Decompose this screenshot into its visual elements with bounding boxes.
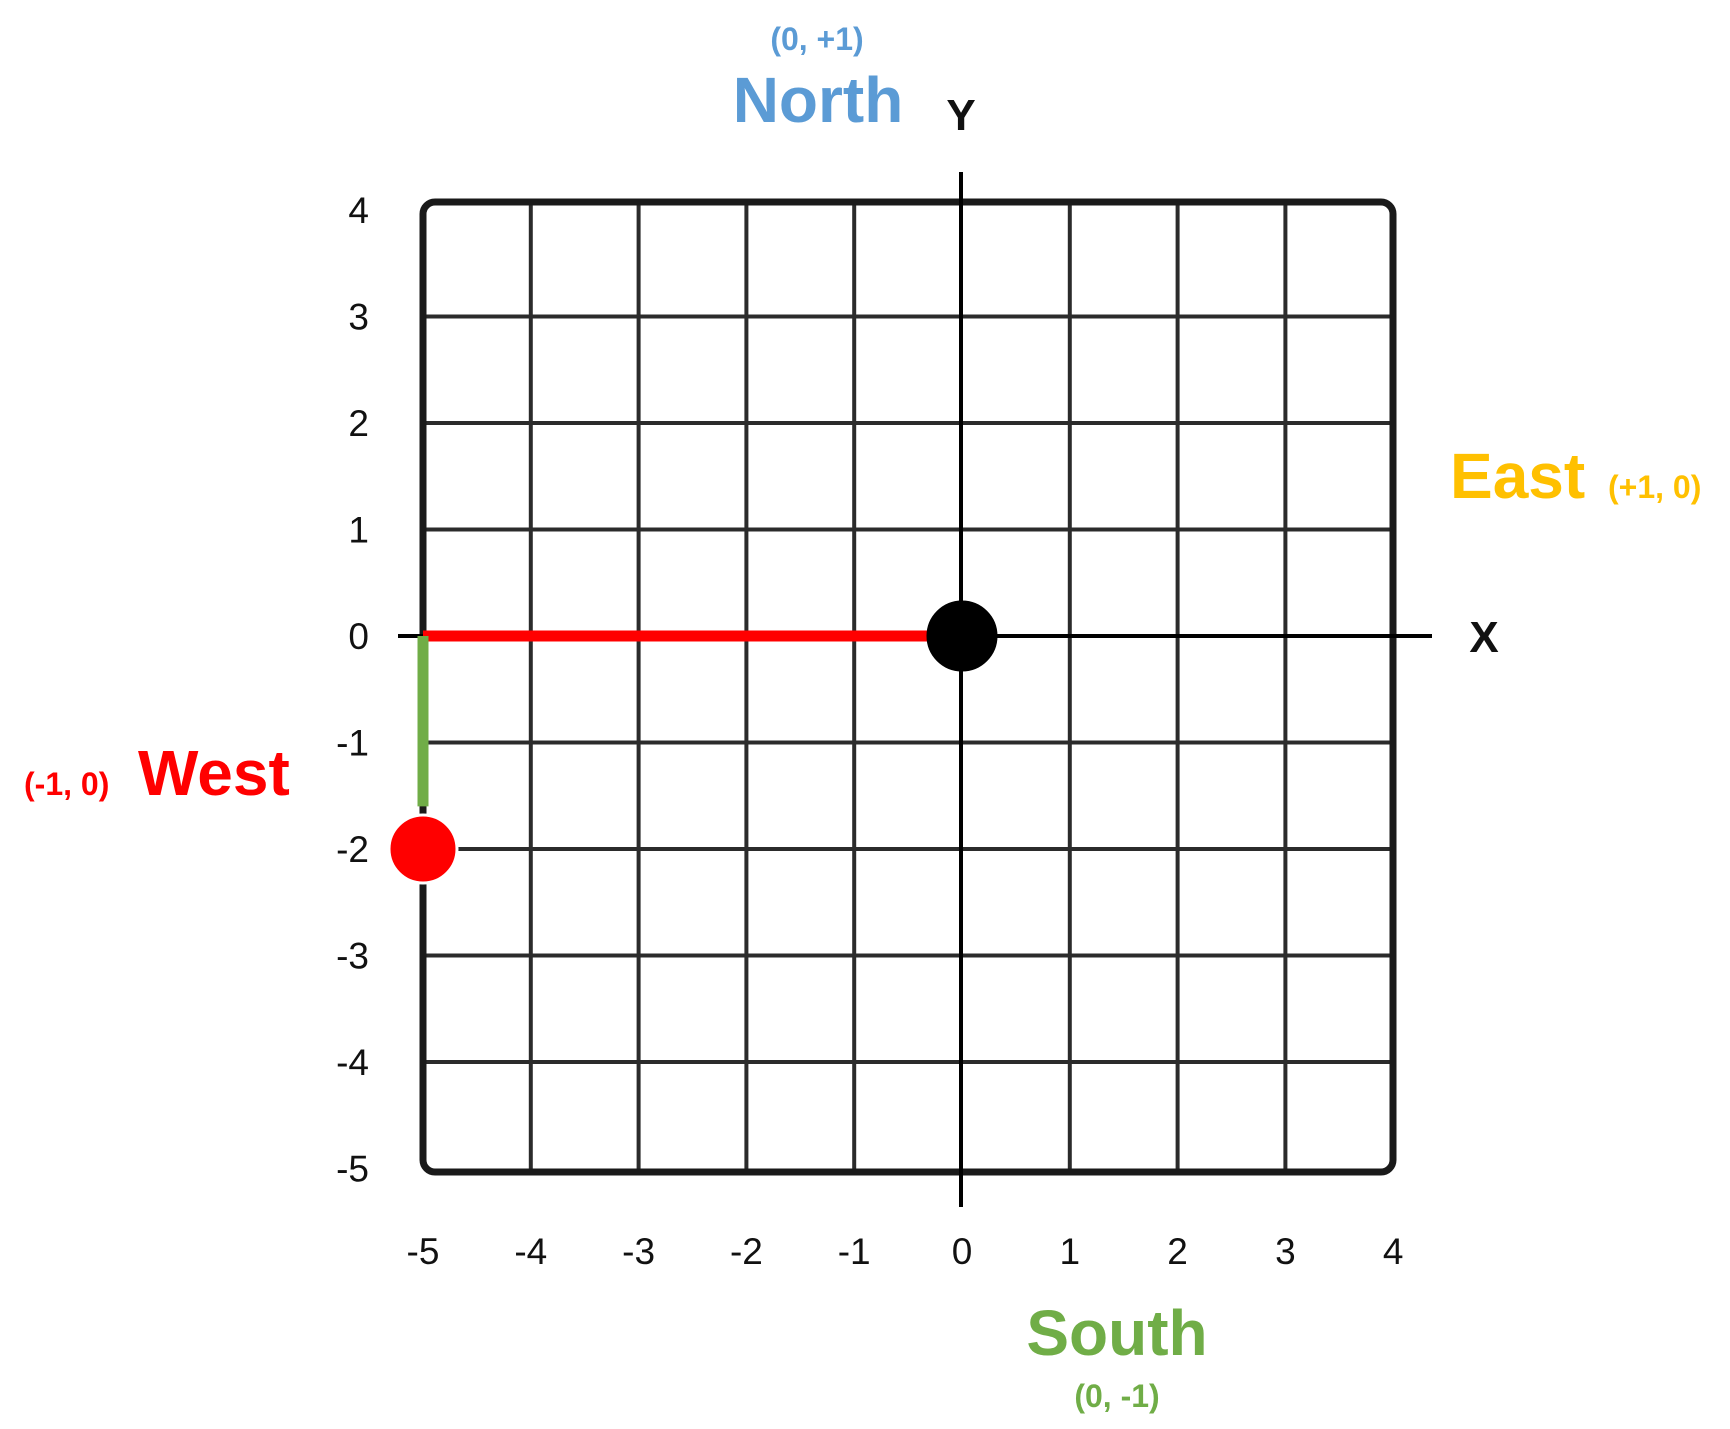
x-tick-label: -4 bbox=[514, 1231, 547, 1272]
x-tick-label: -5 bbox=[407, 1231, 440, 1272]
y-tick-label: 2 bbox=[348, 403, 369, 444]
west-label: West bbox=[138, 737, 290, 809]
y-tick-label: 3 bbox=[348, 297, 369, 338]
north-coord-label: (0, +1) bbox=[770, 21, 863, 57]
y-tick-label: -5 bbox=[336, 1149, 369, 1190]
x-tick-label: 3 bbox=[1275, 1231, 1296, 1272]
x-tick-label: -3 bbox=[622, 1231, 655, 1272]
movement-path bbox=[417, 630, 962, 807]
east-label: East bbox=[1450, 440, 1585, 512]
y-tick-label: -2 bbox=[336, 829, 369, 870]
grid bbox=[423, 202, 1393, 1172]
x-tick-label: -1 bbox=[838, 1231, 871, 1272]
south-label: South bbox=[1026, 1297, 1207, 1369]
grid-frame bbox=[419, 198, 1397, 1176]
origin-point bbox=[926, 600, 998, 672]
north-label: North bbox=[733, 64, 904, 136]
y-axis-label: Y bbox=[946, 91, 975, 140]
y-tick-label: -4 bbox=[336, 1042, 369, 1083]
east-coord-label: (+1, 0) bbox=[1608, 469, 1701, 505]
x-tick-label: 1 bbox=[1060, 1231, 1081, 1272]
x-tick-label: -2 bbox=[730, 1231, 763, 1272]
end-point bbox=[387, 813, 459, 885]
y-tick-label: 4 bbox=[348, 190, 369, 231]
y-tick-label: 1 bbox=[348, 510, 369, 551]
y-tick-labels: 4 3 2 1 0 -1 -2 -3 -4 -5 bbox=[336, 190, 369, 1190]
west-coord-label: (-1, 0) bbox=[24, 766, 109, 802]
points bbox=[387, 600, 998, 885]
south-coord-label: (0, -1) bbox=[1074, 1378, 1159, 1414]
x-tick-labels: -5 -4 -3 -2 -1 0 1 2 3 4 bbox=[407, 1231, 1404, 1272]
x-tick-label: 2 bbox=[1167, 1231, 1188, 1272]
x-axis-label: X bbox=[1469, 613, 1498, 662]
x-tick-label: 4 bbox=[1383, 1231, 1404, 1272]
y-tick-label: -3 bbox=[336, 936, 369, 977]
y-tick-label: 0 bbox=[348, 616, 369, 657]
x-tick-label: 0 bbox=[952, 1231, 973, 1272]
y-tick-label: -1 bbox=[336, 723, 369, 764]
